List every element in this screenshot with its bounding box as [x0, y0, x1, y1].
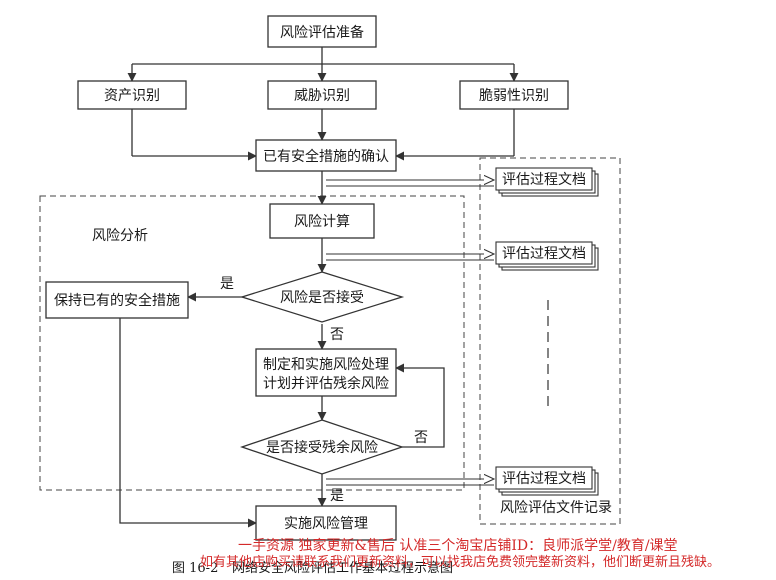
node-confirm: 已有安全措施的确认: [263, 148, 389, 165]
node-plan-line1: 制定和实施风险处理: [263, 357, 389, 373]
node-accept: 风险是否接受: [280, 289, 364, 306]
doc-label-1: 评估过程文档: [502, 172, 586, 188]
node-implement-box: [255, 505, 397, 541]
node-plan-box: [255, 348, 397, 397]
figure-number: 图 16-2: [172, 561, 218, 576]
node-calc-box: [269, 203, 375, 239]
label-no-accept: 否: [330, 327, 344, 343]
document-stack-icon: [495, 241, 599, 271]
node-vuln: 脆弱性识别: [479, 87, 549, 104]
watermark-line-1: 一手资源 独家更新&售后 认准三个淘宝店铺ID：良师派学堂/教育/课堂: [238, 537, 678, 554]
label-risk-analysis: 风险分析: [92, 228, 148, 244]
node-plan-line2: 计划并评估残余风险: [263, 375, 389, 392]
doc-label-3: 评估过程文档: [502, 471, 586, 487]
edge-keep-to-implement: [119, 318, 257, 528]
node-accept-diamond: [239, 271, 405, 323]
document-record-region: [479, 157, 621, 525]
node-keep-box: [45, 281, 189, 319]
figure-caption: 网络安全风险评估工作基本过程示意图: [232, 560, 453, 576]
doc-label-2: 评估过程文档: [502, 246, 586, 262]
node-vuln-box: [459, 80, 569, 110]
node-prep-box: [267, 15, 377, 48]
document-stack-icon: [495, 167, 599, 197]
risk-analysis-region: [39, 195, 465, 491]
label-yes-residual: 是: [330, 488, 344, 504]
node-prep: 风险评估准备: [280, 24, 364, 41]
node-calc: 风险计算: [294, 214, 350, 230]
node-threat: 威胁识别: [294, 88, 350, 104]
label-yes-accept: 是: [220, 276, 234, 292]
node-threat-box: [267, 80, 377, 110]
watermark-line-2: 如有其他店购买请联系我们更新资料，可以找我店免费领完整新资料，他们断更新且残缺。: [200, 554, 720, 570]
node-asset: 资产识别: [104, 88, 160, 104]
node-asset-box: [77, 80, 187, 110]
label-no-residual: 否: [414, 430, 428, 446]
node-confirm-box: [255, 139, 397, 172]
edge-residual-no-loop: [395, 363, 445, 448]
node-residual: 是否接受残余风险: [266, 439, 378, 456]
node-implement: 实施风险管理: [284, 516, 368, 532]
node-keep: 保持已有的安全措施: [54, 292, 180, 309]
label-doc-record: 风险评估文件记录: [500, 500, 612, 516]
node-residual-diamond: [239, 419, 405, 475]
document-stack-icon: [495, 466, 599, 496]
